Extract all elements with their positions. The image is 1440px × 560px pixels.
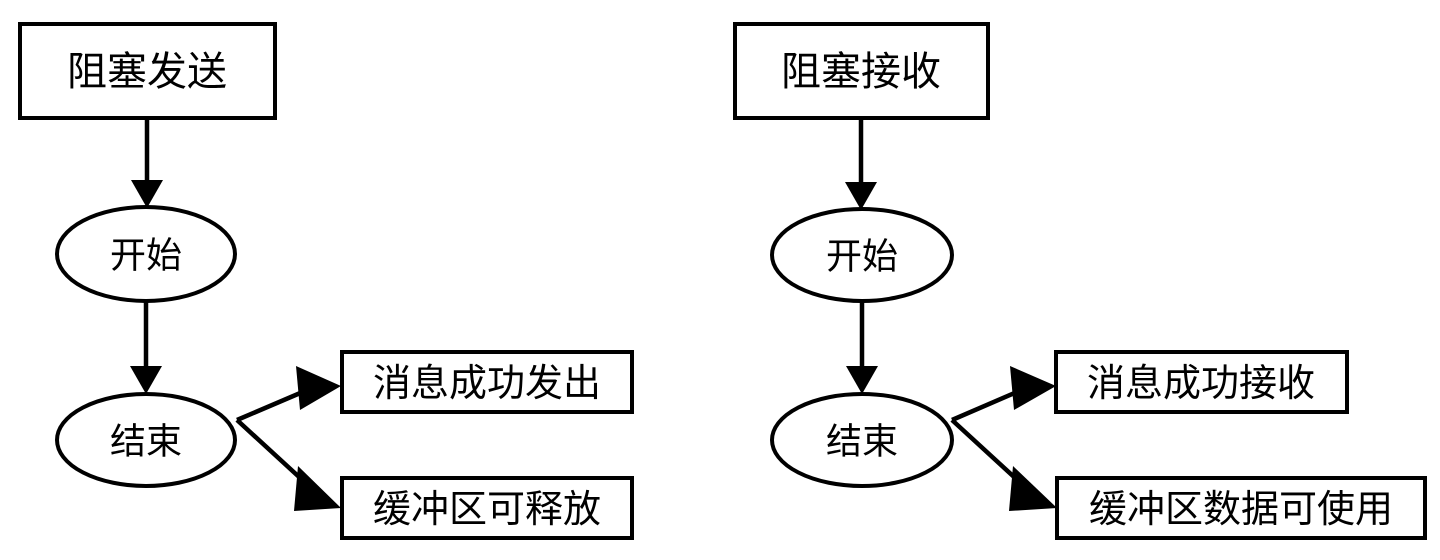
right-result-node-2[interactable]: 缓冲区数据可使用 [1055,476,1427,540]
left-result-label-1: 消息成功发出 [373,361,601,405]
left-title-node[interactable]: 阻塞发送 [18,22,277,120]
left-start-node[interactable]: 开始 [55,205,237,303]
left-result-label-2: 缓冲区可释放 [373,487,601,531]
left-end-ellipse [55,392,237,488]
left-arrowhead-result-1 [296,366,341,410]
left-start-label: 开始 [110,236,182,277]
right-result-box-1 [1054,350,1349,414]
right-connector-end-to-result-1 [951,366,1056,423]
right-end-ellipse [770,392,954,488]
left-end-node[interactable]: 结束 [55,392,237,488]
right-end-node[interactable]: 结束 [770,392,954,488]
left-result-box-2 [340,476,634,540]
right-connector-title-to-start [845,118,877,210]
left-end-label: 结束 [110,422,182,463]
left-title-box [18,22,277,120]
right-result-box-2 [1055,476,1427,540]
right-arrowhead-result-2 [1009,466,1057,511]
left-result-node-2[interactable]: 缓冲区可释放 [340,476,634,540]
right-result-node-1[interactable]: 消息成功接收 [1054,350,1349,414]
left-title-label: 阻塞发送 [67,49,227,95]
left-connector-title-to-start [131,118,163,208]
left-arrowhead-start-to-end [130,366,162,394]
right-start-node[interactable]: 开始 [770,207,954,303]
left-result-node-1[interactable]: 消息成功发出 [340,350,634,414]
left-connector-end-to-result-1 [236,366,341,423]
right-title-label: 阻塞接收 [781,49,941,95]
right-title-node[interactable]: 阻塞接收 [733,22,990,120]
right-connector-end-to-result-2 [950,418,1057,511]
left-arrowhead-title-to-start [131,180,163,208]
right-result-label-2: 缓冲区数据可使用 [1089,487,1393,531]
left-arrowhead-result-2 [294,466,341,511]
right-arrowhead-result-1 [1010,366,1056,410]
right-title-box [733,22,990,120]
right-start-label: 开始 [826,237,898,278]
right-end-label: 结束 [826,422,898,463]
right-connector-start-to-end [846,301,878,394]
right-arrowhead-title-to-start [845,182,877,210]
right-arrowhead-start-to-end [846,366,878,394]
left-connector-start-to-end [130,301,162,394]
right-result-label-1: 消息成功接收 [1087,361,1315,405]
left-result-box-1 [340,350,634,414]
left-connector-end-to-result-2 [235,418,341,511]
